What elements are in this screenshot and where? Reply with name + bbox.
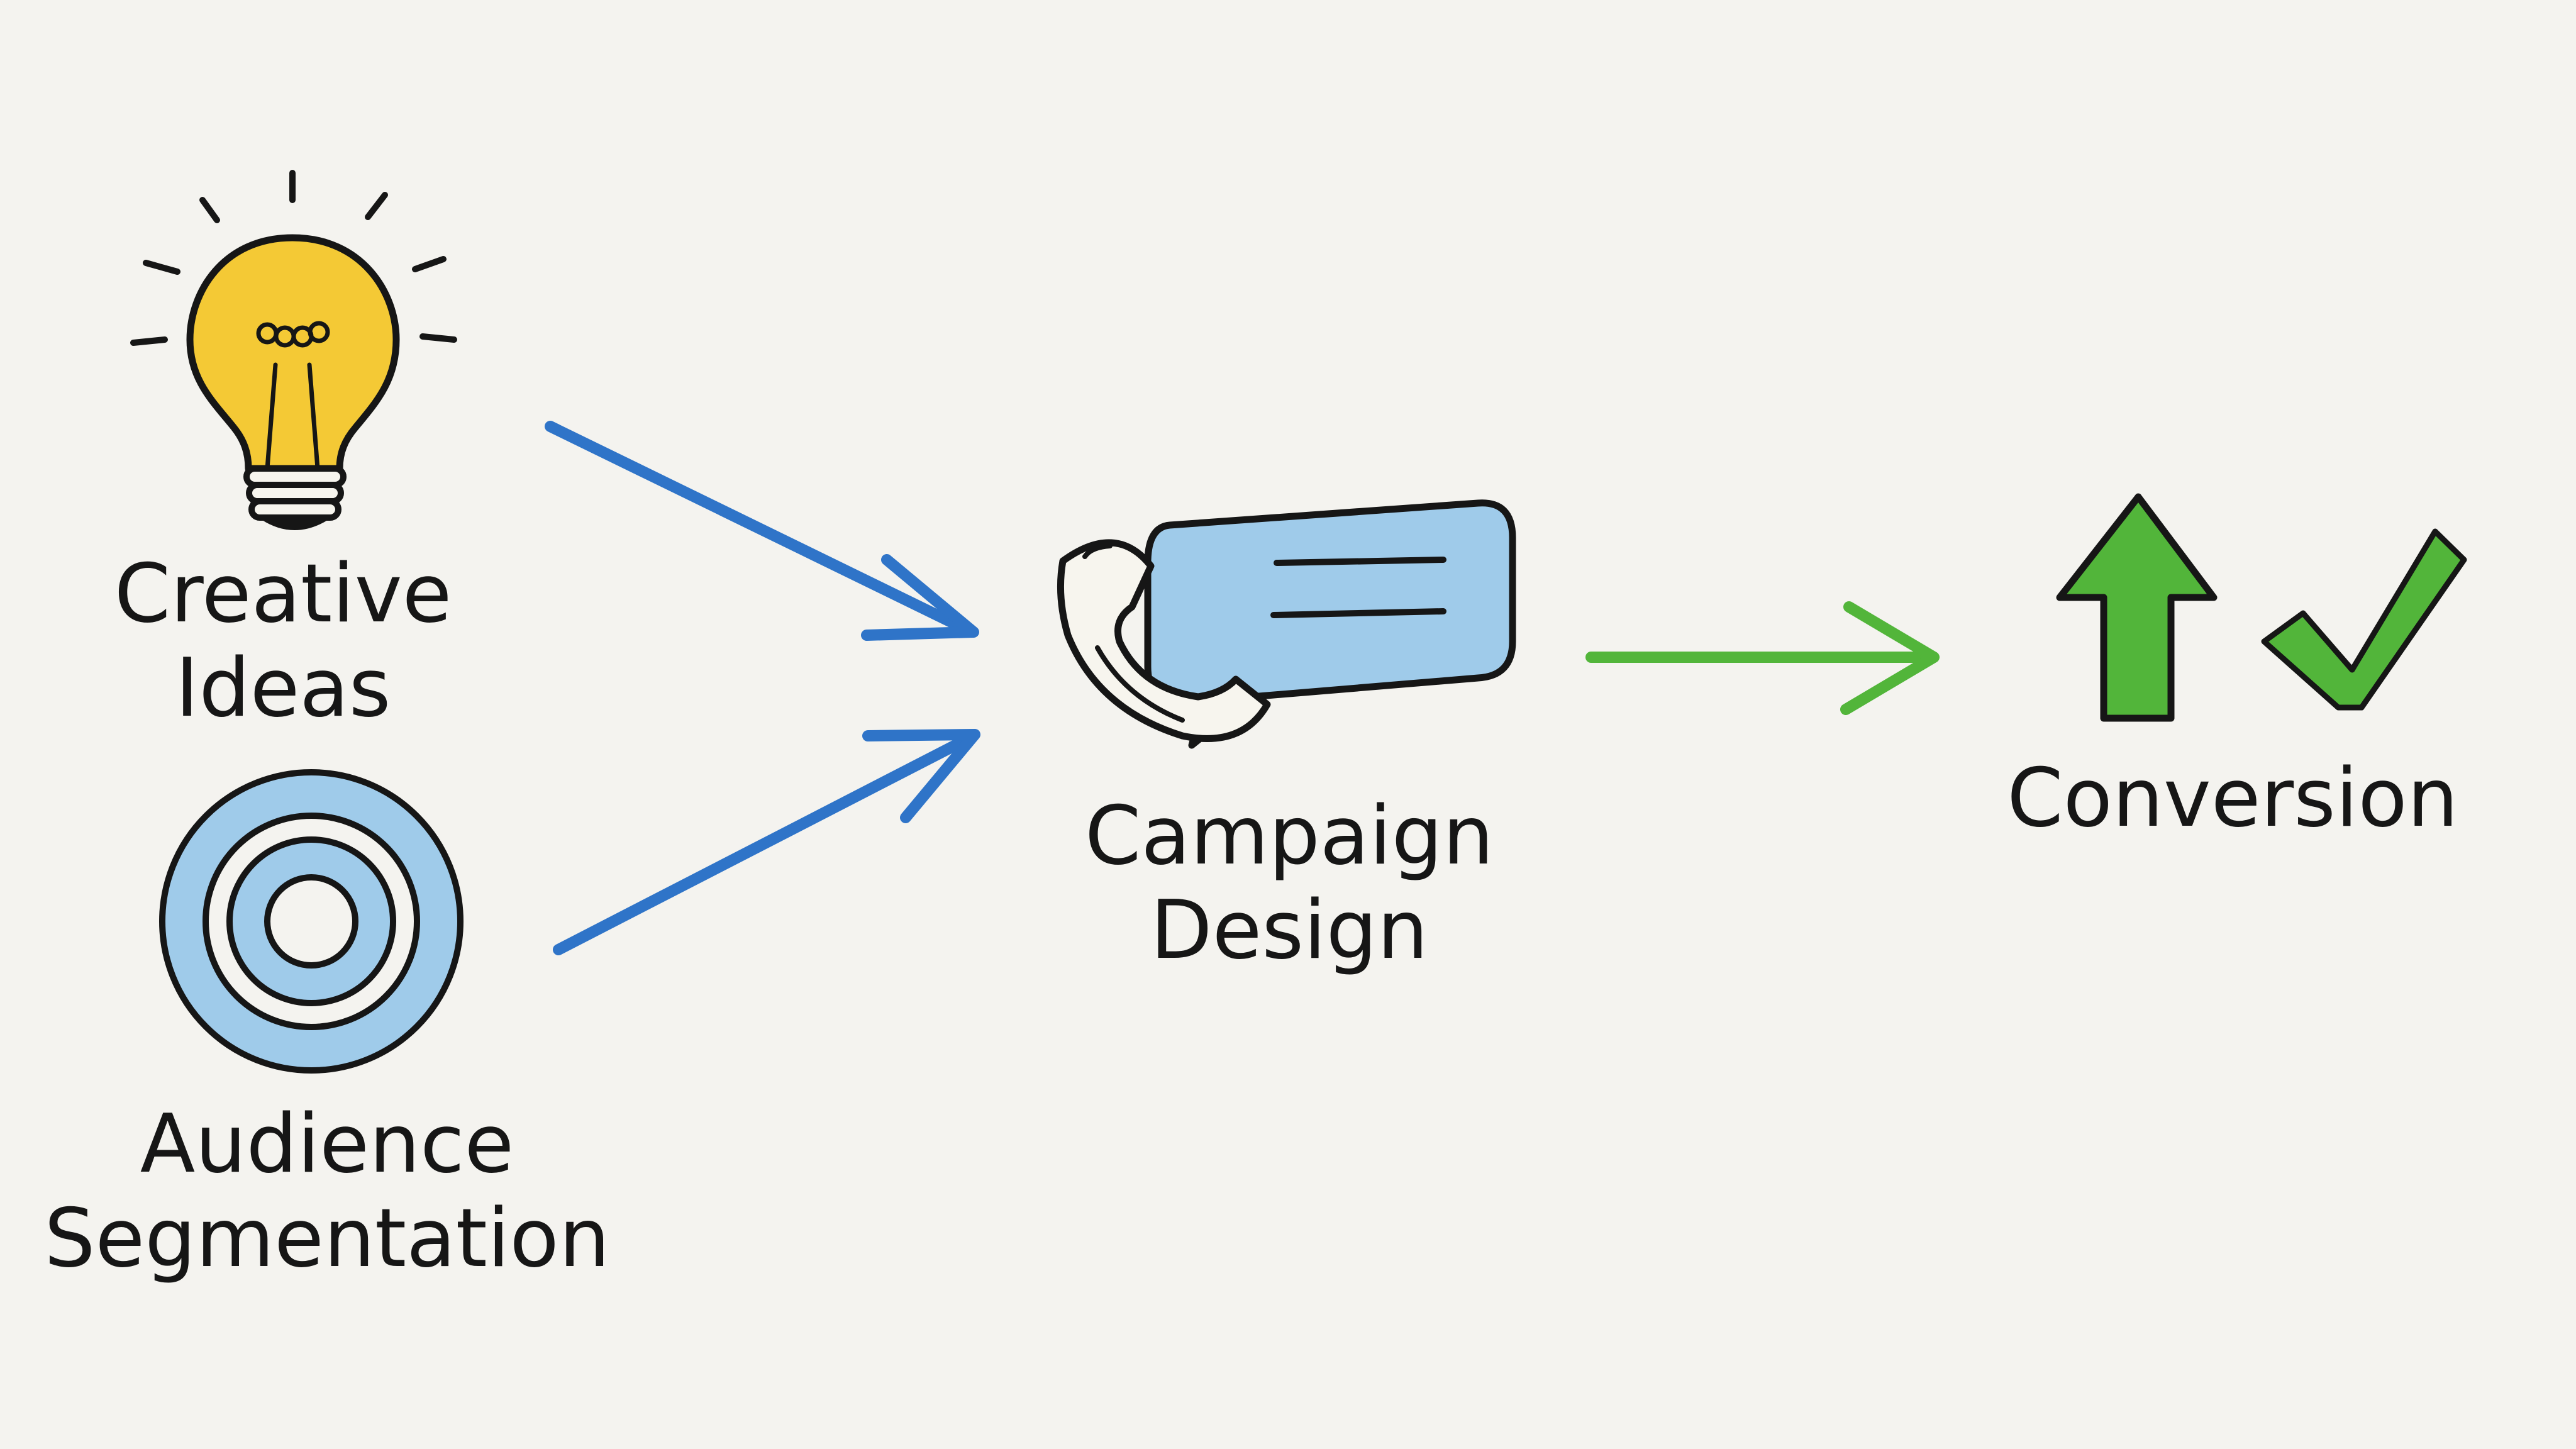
arrow-audience-to-campaign: [553, 729, 980, 955]
label-line: Design: [1150, 884, 1428, 977]
node-label-conversion: Conversion: [1981, 752, 2484, 846]
target-icon: [159, 769, 464, 1074]
label-line: Conversion: [2007, 752, 2458, 845]
node-label-creative-ideas: Creative Ideas: [57, 547, 509, 736]
growth-check-icon: [2056, 493, 2467, 722]
arrow-campaign-to-conversion: [1585, 601, 1940, 715]
label-line: Creative: [114, 547, 452, 641]
phone-chat-icon: [1057, 499, 1516, 749]
label-line: Ideas: [175, 641, 391, 735]
label-line: Audience: [140, 1097, 514, 1191]
label-line: Campaign: [1084, 789, 1494, 883]
arrow-creative-to-campaign: [545, 421, 979, 641]
node-label-campaign-design: Campaign Design: [1044, 789, 1535, 978]
label-line: Segmentation: [44, 1192, 610, 1285]
lightbulb-icon: [130, 170, 457, 530]
node-label-audience-segmentation: Audience Segmentation: [13, 1097, 641, 1286]
